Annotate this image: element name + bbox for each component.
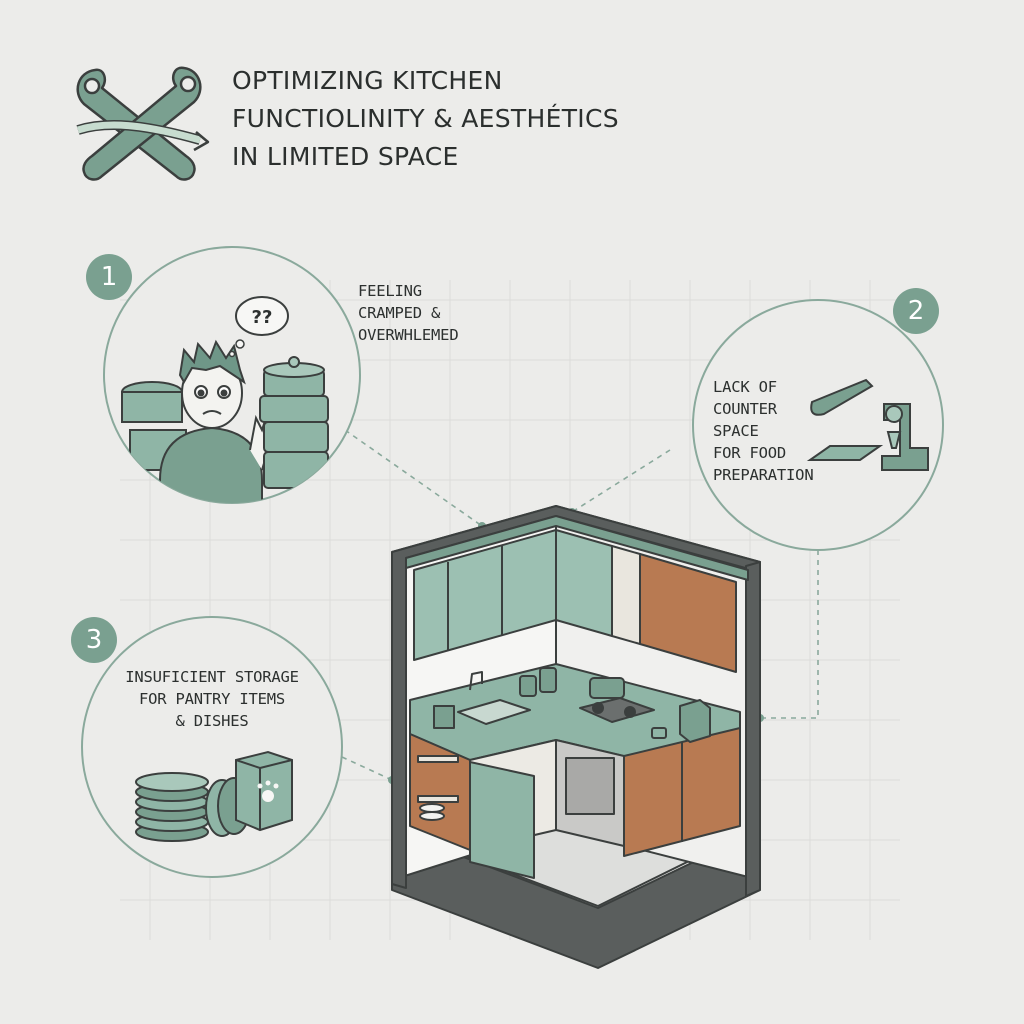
callout-3-line-3: & DISHES — [175, 712, 249, 730]
thought-bubble — [235, 296, 289, 336]
isometric-kitchen-illustration — [391, 505, 761, 969]
callout-3-badge: 3 — [71, 617, 117, 663]
callout-3-label: INSUFICIENT STORAGE FOR PANTRY ITEMS & D… — [108, 666, 316, 732]
plates-and-box-illustration — [135, 750, 293, 842]
callout-2-line-5: PREPARATION — [713, 466, 814, 484]
callout-1-line-3: OVERWHLEMED — [358, 326, 459, 344]
knife-board-mixer-illustration — [806, 378, 929, 471]
thought-bubble-text: ?? — [252, 307, 273, 328]
callout-3-line-1: INSUFICIENT STORAGE — [125, 668, 299, 686]
page-title: OPTIMIZING KITCHEN FUNCTIOLINITY & AESTH… — [232, 62, 752, 176]
title-line-3: IN LIMITED SPACE — [232, 142, 459, 171]
callout-1-label: FEELING CRAMPED & OVERWHLEMED — [358, 280, 459, 346]
callout-1-line-2: CRAMPED & — [358, 304, 441, 322]
callout-2-line-2: COUNTER — [713, 400, 777, 418]
callout-1-circle: ?? — [103, 246, 361, 504]
title-line-1: OPTIMIZING KITCHEN — [232, 66, 503, 95]
callout-2-line-3: SPACE — [713, 422, 759, 440]
callout-3-line-2: FOR PANTRY ITEMS — [138, 690, 286, 708]
title-line-2: FUNCTIOLINITY & AESTHÉTICS — [232, 104, 619, 133]
overwhelmed-person-illustration — [121, 339, 329, 503]
callout-2-label: LACK OF COUNTER SPACE FOR FOOD PREPARATI… — [713, 376, 814, 486]
callout-2-circle — [692, 299, 944, 551]
callout-2-badge: 2 — [893, 288, 939, 334]
connector-lines — [341, 429, 819, 781]
callout-3-circle — [81, 616, 343, 878]
callout-2-line-4: FOR FOOD — [713, 444, 787, 462]
wrench-and-measuring-tape-icon — [76, 66, 210, 181]
callout-1-line-1: FEELING — [358, 282, 422, 300]
callout-2-line-1: LACK OF — [713, 378, 777, 396]
callout-1-badge: 1 — [86, 254, 132, 300]
